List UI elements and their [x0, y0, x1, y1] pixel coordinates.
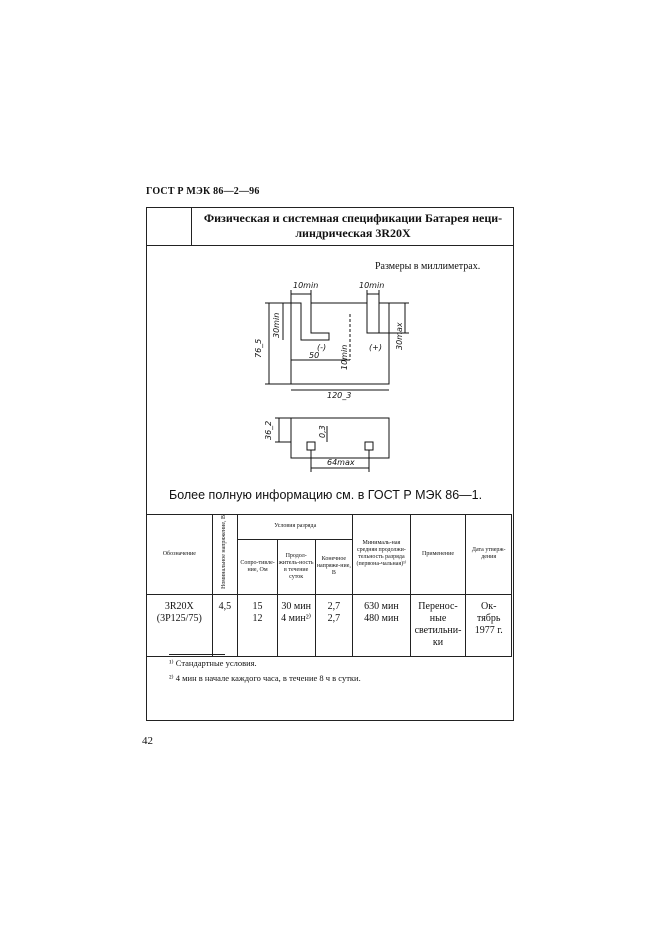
dim-height-right: 30max — [395, 322, 404, 350]
dim-height-overall: 76_5 — [254, 339, 263, 358]
th-discharge-conditions: Условия разряда — [237, 514, 354, 540]
th-min-avg-duration: Минималь-ная средняя продолжи-тельность … — [352, 514, 411, 595]
footnote-divider — [169, 654, 225, 655]
top-view-outline — [290, 417, 390, 459]
document-code: ГОСТ Р МЭК 86—2—96 — [146, 186, 260, 197]
dim-top-right: 10min — [359, 281, 384, 290]
neg-terminal-label: (-) — [317, 343, 326, 352]
cell-resistance: 15 12 — [237, 593, 278, 657]
th-application: Применение — [409, 514, 467, 595]
th-duration: Продол-житель-ность в течение суток — [276, 538, 316, 595]
dim-offset: 50 — [309, 351, 319, 360]
dim-top-left: 10min — [293, 281, 318, 290]
th-resistance: Сопро-тивле-ние, Ом — [237, 538, 278, 595]
spec-title: Физическая и системная спецификации Бата… — [203, 211, 503, 240]
th-nominal-voltage: Номинальное напряжение, В — [211, 514, 239, 595]
dim-width: 120_3 — [327, 391, 351, 400]
pos-terminal-label: (+) — [369, 343, 382, 352]
page-number: 42 — [142, 735, 153, 747]
more-info-note: Более полную информацию см. в ГОСТ Р МЭК… — [169, 488, 483, 502]
params-table: Обозначение Номинальное напряжение, В Ус… — [146, 514, 512, 657]
th-designation: Обозначение — [146, 514, 213, 595]
th-approval-date: Дата утверж-дения — [465, 514, 512, 595]
dim-depth: 36_2 — [264, 421, 273, 440]
th-final-voltage: Конечное напряже-ние, В — [314, 538, 354, 595]
cell-min-avg-duration: 630 мин 480 мин — [352, 593, 411, 657]
footnote-2: ²⁾ 4 мин в начале каждого часа, в течени… — [169, 673, 361, 683]
dimensions-note: Размеры в миллиметрах. — [375, 261, 481, 272]
cell-nominal-voltage: 4,5 — [211, 593, 239, 657]
cell-approval-date: Ок- тябрь 1977 г. — [465, 593, 512, 657]
battery-drawing: 10min 10min 76_5 30min 30max (-) (+) 50 … — [254, 281, 409, 472]
dim-slot: 10min — [340, 345, 349, 370]
table-row: 3R20X (3P125/75) 4,5 15 12 30 мин 4 мин²… — [146, 593, 512, 657]
cell-final-voltage: 2,7 2,7 — [314, 593, 354, 657]
cell-application: Перенос- ные светильни- ки — [409, 593, 467, 657]
title-row: Физическая и системная спецификации Бата… — [147, 208, 513, 246]
footnote-1: ¹⁾ Стандартные условия. — [169, 658, 257, 668]
cell-duration: 30 мин 4 мин²⁾ — [276, 593, 316, 657]
title-stub-cell — [147, 208, 192, 245]
cell-designation: 3R20X (3P125/75) — [146, 593, 213, 657]
dim-pitch: 64max — [327, 458, 355, 467]
dim-height-left: 30min — [272, 313, 281, 338]
spec-sheet: Физическая и системная спецификации Бата… — [146, 207, 514, 721]
dim-contact: 0,3 — [318, 425, 327, 438]
